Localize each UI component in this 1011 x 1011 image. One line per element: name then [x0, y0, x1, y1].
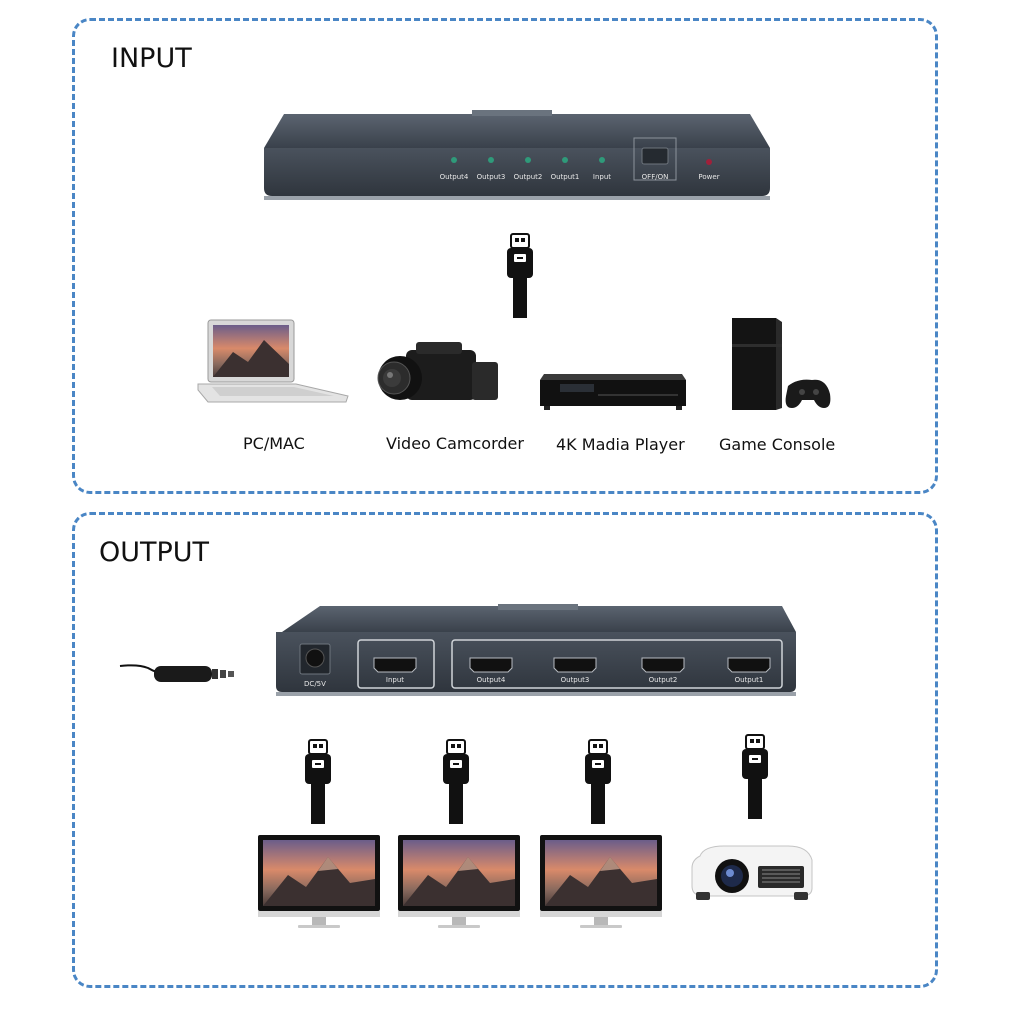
monitor-icon	[258, 835, 380, 928]
power-label: Power	[698, 173, 719, 181]
input-port-label: Input	[386, 676, 404, 684]
game-console-icon	[732, 318, 831, 410]
hdmi-output4-port-icon	[469, 657, 513, 673]
power-cable-icon	[119, 664, 234, 682]
output-section-title: OUTPUT	[99, 537, 210, 568]
projector-icon	[691, 845, 813, 900]
camcorder-icon	[377, 342, 498, 400]
dc-port-label: DC/5V	[304, 680, 326, 688]
input-panel: INPUT	[72, 18, 938, 494]
output4-port-label: Output4	[477, 676, 506, 684]
switch-label: OFF/ON	[642, 173, 669, 181]
led-output3-icon	[488, 157, 494, 163]
device-label-media-player: 4K Madia Player	[556, 435, 685, 454]
dc-port-icon	[305, 648, 325, 668]
device-label-pc-mac: PC/MAC	[243, 434, 305, 453]
input-hdmi-cable-icon	[506, 233, 534, 319]
led-label-output1: Output1	[551, 173, 580, 181]
splitter-front-view: Output4 Output3 Output2 Output1 Input OF…	[264, 110, 770, 200]
power-led-icon	[706, 159, 712, 165]
output2-port-label: Output2	[649, 676, 678, 684]
splitter-back-view: DC/5V Input Output4 Output3 Output2 Outp…	[276, 604, 796, 696]
led-output1-icon	[562, 157, 568, 163]
led-label-output4: Output4	[440, 173, 469, 181]
media-player-icon	[540, 374, 686, 410]
led-label-output3: Output3	[477, 173, 506, 181]
hdmi-input-port-icon	[373, 657, 417, 673]
output-hdmi-cable-3-icon	[584, 739, 612, 825]
device-label-video-camcorder: Video Camcorder	[386, 434, 524, 453]
output-hdmi-cable-4-icon	[741, 734, 769, 820]
led-label-output2: Output2	[514, 173, 543, 181]
input-section-title: INPUT	[111, 43, 192, 74]
output-panel: OUTPUT	[72, 512, 938, 988]
led-output2-icon	[525, 157, 531, 163]
led-label-input: Input	[593, 173, 611, 181]
monitor-icon	[540, 835, 662, 928]
monitor-icon	[398, 835, 520, 928]
output-hdmi-cable-2-icon	[442, 739, 470, 825]
device-label-game-console: Game Console	[719, 435, 836, 454]
laptop-icon	[197, 319, 349, 403]
led-output4-icon	[451, 157, 457, 163]
output3-port-label: Output3	[561, 676, 590, 684]
led-input-icon	[599, 157, 605, 163]
hdmi-output1-port-icon	[727, 657, 771, 673]
hdmi-output2-port-icon	[641, 657, 685, 673]
output-hdmi-cable-1-icon	[304, 739, 332, 825]
output1-port-label: Output1	[735, 676, 764, 684]
hdmi-output3-port-icon	[553, 657, 597, 673]
